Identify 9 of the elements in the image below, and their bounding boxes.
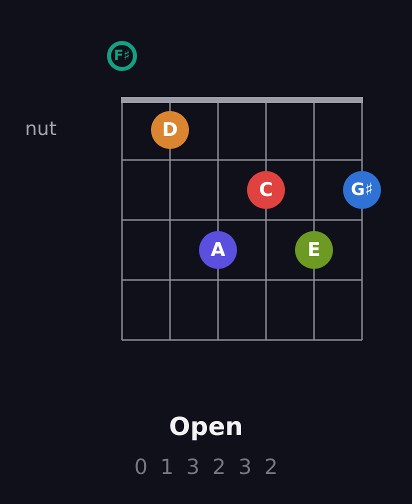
fret-numbers: 0 1 3 2 3 2 [134,455,281,479]
position-label: nut [25,118,57,140]
note-dot: E [295,231,333,269]
note-dot: D [151,111,189,149]
open-string-marker: F♯ [107,41,137,71]
note-dot: A [199,231,237,269]
note-dot: C [247,171,285,209]
chord-title: Open [169,412,243,441]
note-dot: G♯ [343,171,381,209]
